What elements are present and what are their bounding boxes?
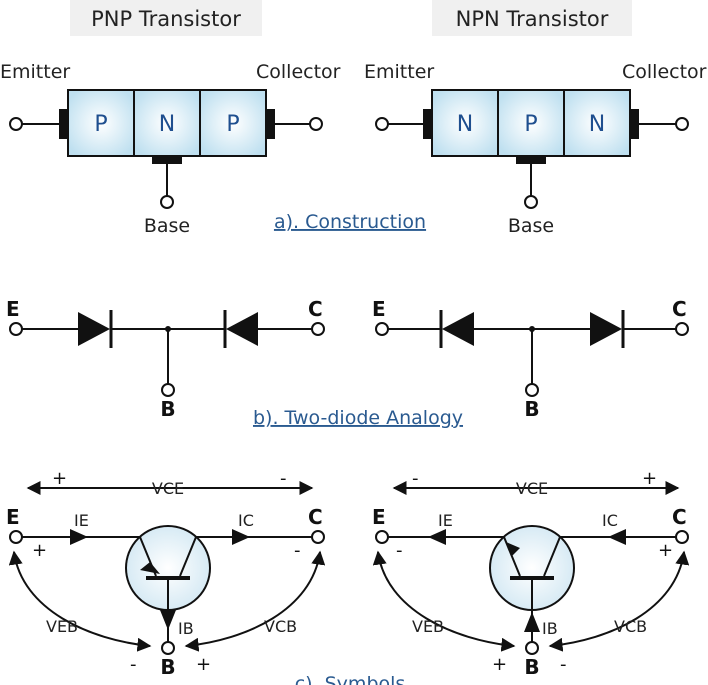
npn-diode-c-label: C — [672, 297, 687, 321]
npn-vce-left-sign: - — [412, 468, 419, 489]
pnp-sym-b-label: B — [160, 655, 175, 679]
npn-region-1: N — [457, 112, 473, 137]
pnp-region-1: P — [94, 112, 107, 137]
npn-current-arrows — [428, 529, 626, 632]
npn-diode-right-icon — [590, 310, 625, 348]
npn-ib-label: IB — [542, 619, 558, 638]
pnp-current-arrows — [70, 529, 250, 630]
pnp-title: PNP Transistor — [91, 7, 241, 31]
pnp-ic-label: IC — [238, 511, 254, 530]
npn-collector-label: Collector — [622, 61, 707, 83]
npn-diode-left-icon — [439, 310, 474, 348]
pnp-diode-right-icon — [223, 310, 258, 348]
npn-b-right-sign: - — [560, 654, 567, 675]
pnp-title-bg — [70, 0, 262, 36]
pnp-diode-b-label: B — [160, 397, 175, 421]
pnp-symbol — [8, 481, 326, 655]
npn-vce-right-sign: + — [642, 468, 657, 489]
npn-region-2: P — [524, 112, 537, 137]
pnp-diode-left-icon — [78, 310, 113, 348]
pnp-vce-left-sign: + — [52, 468, 67, 489]
pnp-region-2: N — [159, 112, 175, 137]
pnp-c-sign: - — [294, 540, 301, 561]
pnp-region-3: P — [226, 112, 239, 137]
npn-vce-label: VCE — [516, 479, 548, 498]
pnp-vce-label: VCE — [152, 479, 184, 498]
npn-construction — [375, 89, 689, 209]
pnp-two-diode — [9, 322, 325, 397]
pnp-vcb-label: VCB — [264, 617, 297, 636]
npn-title-bg — [432, 0, 632, 36]
npn-sym-b-label: B — [524, 655, 539, 679]
npn-e-sign: - — [396, 540, 403, 561]
caption-symbols: c). Symbols — [295, 673, 406, 685]
npn-c-sign: + — [658, 540, 673, 561]
npn-region-3: N — [589, 112, 605, 137]
pnp-emitter-label: Emitter — [0, 61, 70, 83]
npn-diode-e-label: E — [372, 297, 386, 321]
npn-vcb-label: VCB — [614, 617, 647, 636]
npn-b-left-sign: + — [492, 654, 507, 675]
pnp-diode-c-label: C — [308, 297, 323, 321]
npn-ie-label: IE — [438, 511, 453, 530]
pnp-veb-label: VEB — [46, 617, 78, 636]
pnp-junction-dot — [165, 326, 171, 332]
pnp-ie-label: IE — [74, 511, 89, 530]
pnp-construction — [9, 89, 323, 209]
npn-ic-label: IC — [602, 511, 618, 530]
pnp-collector-label: Collector — [256, 61, 341, 83]
pnp-b-left-sign: - — [130, 654, 137, 675]
npn-diode-b-label: B — [524, 397, 539, 421]
pnp-b-right-sign: + — [196, 654, 211, 675]
pnp-sym-c-label: C — [308, 505, 323, 529]
npn-veb-label: VEB — [412, 617, 444, 636]
npn-title: NPN Transistor — [456, 7, 609, 31]
caption-two-diode: b). Two-diode Analogy — [253, 407, 463, 429]
npn-sym-c-label: C — [672, 505, 687, 529]
pnp-e-sign: + — [32, 540, 47, 561]
npn-sym-e-label: E — [372, 505, 386, 529]
pnp-vce-right-sign: - — [280, 468, 287, 489]
pnp-sym-e-label: E — [6, 505, 20, 529]
npn-emitter-label: Emitter — [364, 61, 434, 83]
pnp-ib-label: IB — [178, 619, 194, 638]
pnp-base-label: Base — [144, 215, 190, 237]
caption-construction: a). Construction — [274, 211, 426, 233]
npn-junction-dot — [529, 326, 535, 332]
npn-two-diode — [375, 322, 689, 397]
pnp-diode-e-label: E — [6, 297, 20, 321]
npn-base-label: Base — [508, 215, 554, 237]
